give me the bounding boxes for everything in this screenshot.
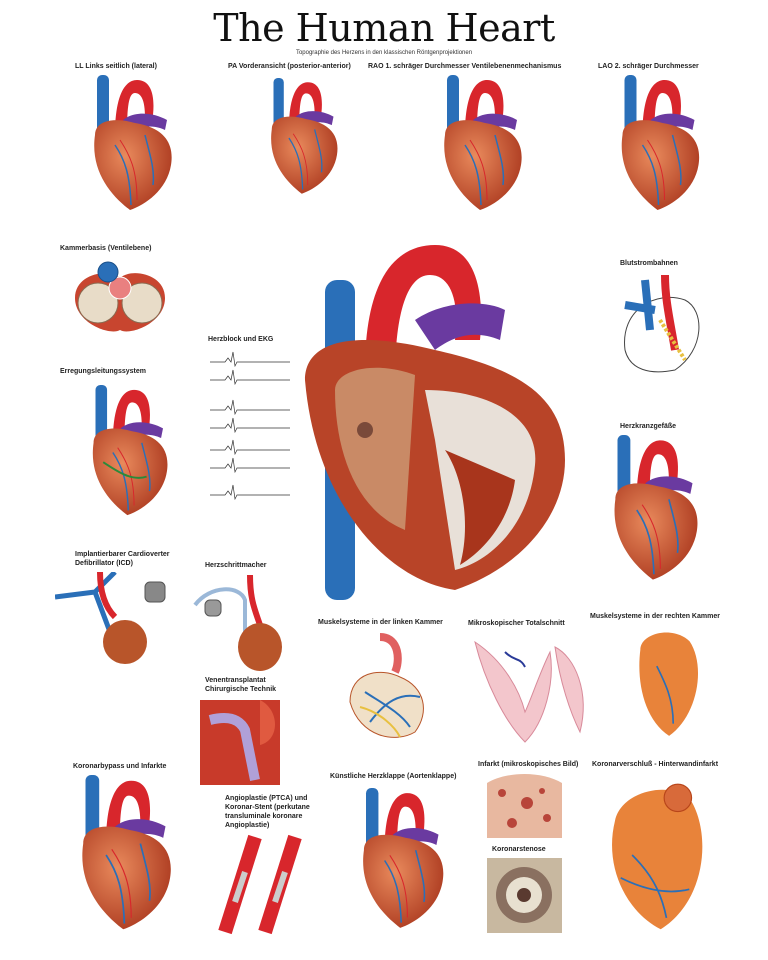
- heading-stenose: Koronarstenose: [492, 846, 546, 853]
- heading-icd: Implantierbarer Cardioverter Defibrillat…: [75, 551, 170, 567]
- heart-rao-illustration: [443, 75, 523, 211]
- heading-kammerbasis: Kammerbasis (Ventilebene): [60, 245, 152, 252]
- infarct-microscopic-illustration: [487, 774, 562, 838]
- left-ventricle-muscle-illustration: [349, 633, 424, 738]
- heading-mikro: Mikroskopischer Totalschnitt: [468, 620, 565, 627]
- heading-rao: RAO 1. schräger Durchmesser Ventilebenen…: [368, 63, 562, 70]
- artificial-valve-illustration: [362, 788, 445, 929]
- heart-lao-illustration: [620, 75, 700, 211]
- pacemaker-illustration: [193, 575, 282, 671]
- heading-herzblock: Herzblock und EKG: [208, 336, 274, 343]
- heading-verschluss: Koronarverschluß - Hinterwandinfarkt: [592, 761, 719, 768]
- poster-title: The Human Heart: [213, 6, 555, 50]
- blood-flow-illustration: [624, 274, 700, 373]
- valve-plane-illustration: [75, 261, 165, 332]
- coronary-stenosis-illustration: [487, 858, 562, 933]
- posterior-infarct-illustration: [612, 783, 703, 930]
- right-ventricle-muscle-illustration: [639, 632, 699, 736]
- heading-ll: LL Links seitlich (lateral): [75, 63, 157, 70]
- heading-lao: LAO 2. schräger Durchmesser: [598, 63, 699, 70]
- main-heart-cross-section: [305, 245, 565, 600]
- ecg-traces: [210, 351, 290, 501]
- heading-muskel-rechts: Muskelsysteme in der rechten Kammer: [590, 613, 720, 620]
- icd-illustration: [55, 572, 166, 664]
- heart-lateral-illustration: [93, 75, 173, 211]
- heading-bypass: Koronarbypass und Infarkte: [73, 763, 167, 770]
- heading-erregung: Erregungsleitungssystem: [60, 368, 146, 375]
- bypass-infarct-illustration: [81, 775, 172, 931]
- heading-pa: PA Vorderansicht (posterior-anterior): [228, 63, 351, 70]
- heading-blutstrom: Blutstrombahnen: [620, 260, 678, 267]
- conduction-system-illustration: [92, 385, 169, 516]
- coronary-vessels-illustration: [613, 435, 699, 581]
- heading-herzkranz: Herzkranzgefäße: [620, 423, 677, 430]
- heart-anterior-illustration: [270, 78, 339, 195]
- heading-klappe: Künstliche Herzklappe (Aortenklappe): [330, 773, 457, 780]
- angioplasty-stent-illustration: [218, 834, 302, 935]
- heading-infarkt: Infarkt (mikroskopisches Bild): [478, 761, 579, 768]
- vein-graft-illustration: [200, 700, 280, 785]
- heading-schrittmacher: Herzschrittmacher: [205, 562, 267, 569]
- poster-subtitle: Topographie des Herzens in den klassisch…: [295, 50, 473, 56]
- microscopic-section-illustration: [474, 640, 584, 743]
- heading-muskel-links: Muskelsysteme in der linken Kammer: [318, 619, 443, 626]
- heading-venen: Venentransplantat Chirurgische Technik: [205, 677, 277, 693]
- heading-angioplastie: Angioplastie (PTCA) und Koronar-Stent (p…: [225, 795, 310, 829]
